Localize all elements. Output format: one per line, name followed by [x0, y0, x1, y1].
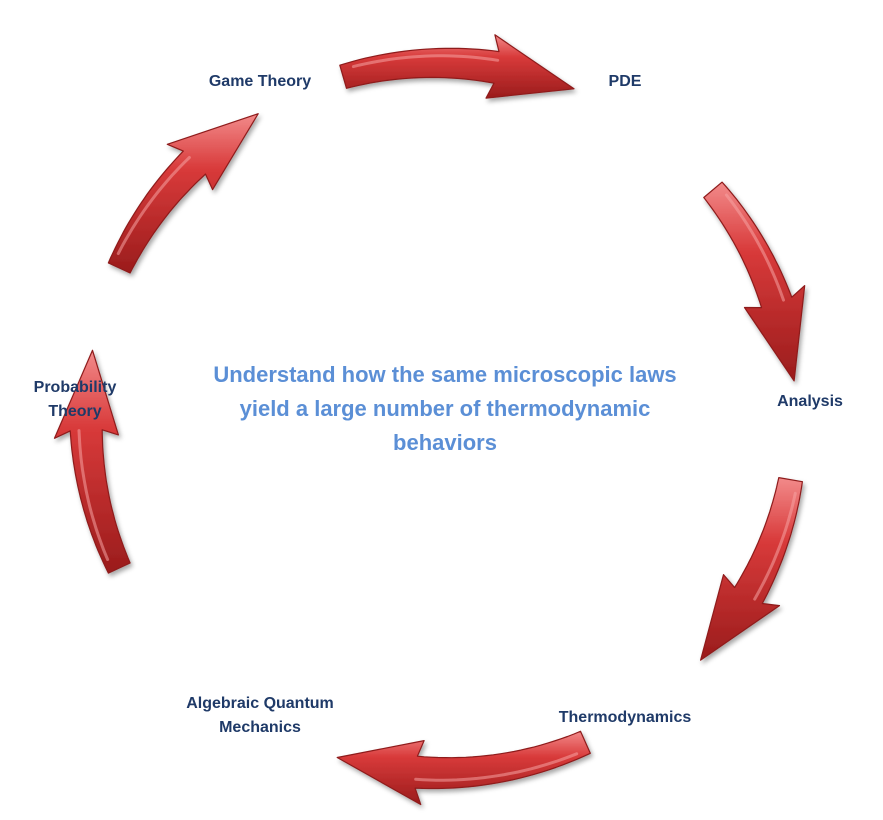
cycle-arrow-2 — [703, 181, 806, 382]
node-label-line: Analysis — [777, 393, 843, 410]
cycle-arrow-5 — [53, 349, 131, 574]
cycle-arrow-highlight-1 — [351, 54, 500, 69]
node-label-line: Theory — [48, 403, 102, 420]
center-statement-line: Understand how the same microscopic laws — [213, 362, 677, 387]
center-statement-line: yield a large number of thermodynamic — [239, 396, 651, 421]
node-algebraic-quantum-mechanics: Algebraic Quantum Mechanics — [150, 692, 370, 740]
node-label-line: Algebraic Quantum — [186, 695, 334, 712]
node-thermodynamics: Thermodynamics — [530, 706, 720, 730]
node-label-line: Thermodynamics — [558, 709, 692, 726]
cycle-arrow-highlight-3 — [753, 491, 797, 601]
cycle-arrow-highlight-4 — [414, 752, 579, 782]
cycle-arrow-highlight-5 — [77, 429, 110, 561]
cycle-arrow-highlight-2 — [724, 193, 785, 302]
center-statement-line: behaviors — [393, 430, 497, 455]
center-statement: Understand how the same microscopic laws… — [190, 358, 700, 460]
cycle-arrow-4 — [336, 730, 591, 806]
node-label-line: Probability — [33, 379, 117, 396]
node-game-theory: Game Theory — [170, 70, 350, 94]
cycle-arrow-1 — [339, 34, 575, 99]
node-probability-theory: Probability Theory — [5, 376, 145, 424]
node-label-line: Game Theory — [208, 73, 312, 90]
cycle-arrow-6 — [107, 113, 259, 274]
node-pde: PDE — [565, 70, 685, 94]
node-label-line: Mechanics — [219, 719, 301, 736]
node-label-line: PDE — [608, 73, 642, 90]
cycle-arrow-highlight-6 — [116, 156, 191, 256]
node-analysis: Analysis — [755, 390, 865, 414]
cycle-arrow-3 — [700, 477, 803, 661]
